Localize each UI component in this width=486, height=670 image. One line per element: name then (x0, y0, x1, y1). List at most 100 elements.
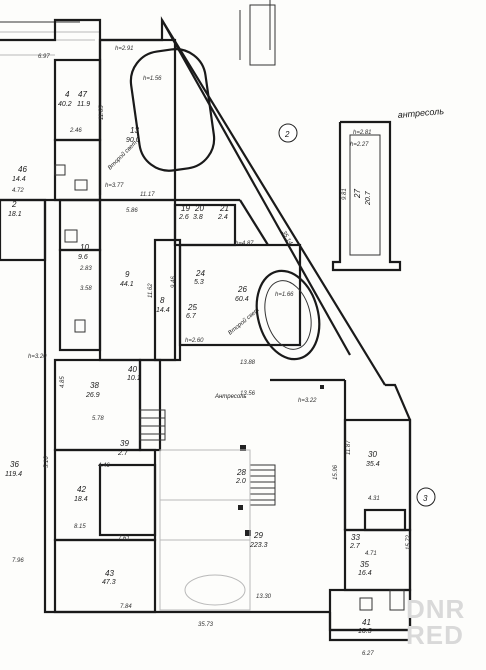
height-label: h=1.56 (143, 76, 162, 82)
room-number: 46 (18, 165, 27, 174)
dimension: 11.17 (140, 192, 155, 198)
diagonal-walls (161, 19, 351, 356)
dimension: 5.78 (92, 416, 104, 422)
room-number: 36 (10, 460, 19, 469)
inner-rooms (0, 38, 412, 632)
room-area: 2.7 (349, 543, 361, 550)
room-number: 27 (353, 189, 362, 199)
dimension: 7.96 (12, 558, 24, 564)
room-area: 14.4 (156, 307, 170, 314)
dimension: 6.27 (362, 651, 374, 657)
height-label: h=3.77 (105, 183, 124, 189)
room-area: 26.9 (85, 392, 100, 399)
dimension: 7.84 (120, 604, 132, 610)
room-number: 13 (130, 126, 139, 135)
sheet-marks (239, 0, 276, 66)
room-number: 8 (160, 296, 165, 305)
room-area: 223.3 (249, 542, 268, 549)
room-area: 10.1 (127, 375, 141, 382)
room-area: 119.4 (5, 471, 22, 478)
room-number: 30 (368, 450, 377, 459)
room-number: 26 (237, 285, 247, 294)
room-area: 60.4 (235, 296, 249, 303)
dimension: 3.58 (80, 286, 92, 292)
axis-3-label: 3 (423, 494, 428, 503)
room-number: 39 (120, 439, 129, 448)
dimension-labels: 6.97 2.46 11.65 4.72 5.86 11.17 35.14 9.… (12, 54, 412, 657)
room-area: 9.6 (78, 254, 88, 261)
dimension: 13.88 (240, 360, 256, 366)
room-number: 33 (351, 533, 360, 542)
fixtures (54, 164, 405, 611)
room-number: 47 (78, 90, 87, 99)
room-number: 28 (236, 468, 246, 477)
columns (238, 385, 324, 536)
room-number: 10 (80, 243, 89, 252)
mezzanine-small-label: Антресоль (214, 394, 247, 400)
room-number: 40 (128, 365, 137, 374)
room-area: 2.0 (235, 478, 246, 485)
watermark-line-2: RED (406, 620, 464, 650)
dimension: 9.81 (342, 188, 348, 200)
room-number: 19 (181, 204, 190, 213)
dimension: 13.56 (240, 391, 256, 397)
dimension: 11.87 (346, 440, 352, 455)
axis-2-label: 2 (284, 130, 290, 139)
dimension: 5.86 (126, 208, 138, 214)
stairs (139, 409, 276, 506)
room-number: 21 (219, 204, 229, 213)
mezzanine-box (331, 120, 402, 272)
faded-lower-area (159, 449, 251, 611)
dimension: 6.97 (38, 54, 50, 60)
height-label: h=2.60 (185, 338, 204, 344)
room-area: 3.8 (193, 214, 203, 221)
room-labels: 4 40.2 47 11.9 13 90.0 46 14.4 2 18.1 9 … (5, 90, 380, 635)
room-number: 4 (65, 90, 70, 99)
dimension: 4.46 (98, 463, 110, 469)
room-area: 18.1 (8, 211, 22, 218)
dimension: 15.96 (333, 464, 339, 480)
dimension: 11.62 (148, 283, 154, 298)
room-area: 16.4 (358, 570, 372, 577)
room-area: 20.7 (365, 190, 372, 206)
dimension: 4.71 (365, 551, 377, 557)
room-number: 35 (360, 560, 369, 569)
room-number: 24 (195, 269, 205, 278)
dimension: 2.46 (69, 128, 82, 134)
room-area: 2.4 (217, 214, 228, 221)
dimension: 7.61 (118, 536, 130, 542)
room-number: 25 (187, 303, 197, 312)
room-area: 6.7 (186, 313, 197, 320)
light-well-2 (255, 269, 321, 361)
room-area: 11.9 (77, 101, 90, 108)
room-number: 2 (11, 200, 17, 209)
room-number: 43 (105, 569, 114, 578)
watermark-logo: DNR RED (406, 596, 472, 648)
height-label: h=2.81 (353, 130, 372, 136)
room-number: 29 (253, 531, 263, 540)
axis-marker-2: 2 (278, 123, 298, 143)
light-well-1 (129, 48, 216, 172)
room-area: 2.7 (117, 450, 129, 457)
dimension: 2.83 (79, 266, 92, 272)
room-area: 44.1 (120, 281, 134, 288)
dimension: 4.85 (60, 376, 66, 388)
axis-marker-3: 3 (416, 487, 436, 507)
room-number: 20 (194, 204, 204, 213)
height-label: h=2.27 (350, 142, 369, 148)
room-number: 42 (77, 485, 86, 494)
dimension: 9.46 (171, 276, 177, 288)
dimension: 15.72 (406, 534, 412, 550)
room-area: 5.3 (194, 279, 204, 286)
room-number: 9 (125, 270, 130, 279)
dimension: 4.72 (12, 188, 24, 194)
room-number: 41 (362, 618, 371, 627)
room-area: 40.2 (58, 101, 72, 108)
room-area: 10.3 (358, 628, 372, 635)
dimension: 8.15 (74, 524, 86, 530)
room-area: 35.4 (366, 461, 380, 468)
mezzanine-label: антресоль (397, 106, 444, 120)
dimension: 4.31 (368, 496, 380, 502)
